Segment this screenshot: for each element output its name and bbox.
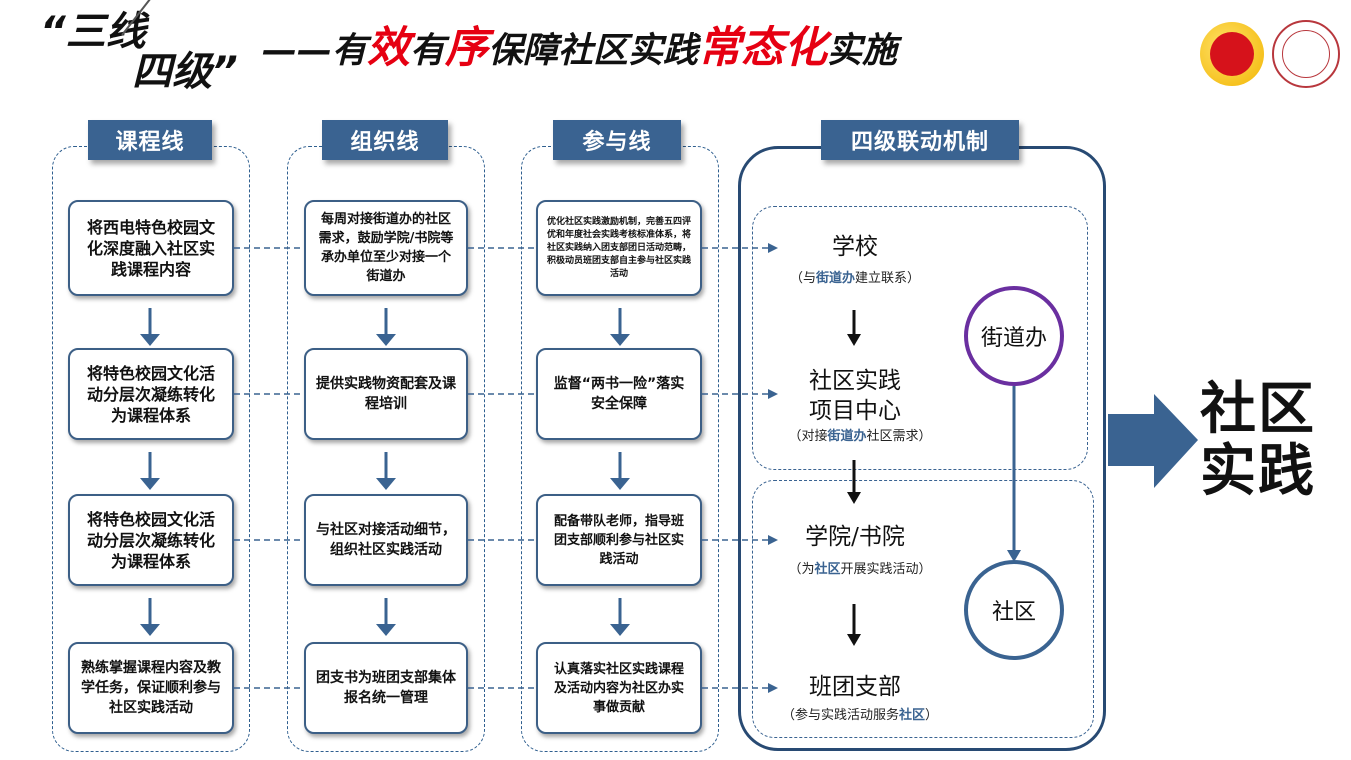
title-quote-part2: 四级” <box>132 49 238 95</box>
organize-step-3: 与社区对接活动细节，组织社区实践活动 <box>304 494 468 586</box>
course-step-2: 将特色校园文化活动分层次凝练转化为课程体系 <box>68 348 234 440</box>
participate-step-4: 认真落实社区实践课程及活动内容为社区办实事做贡献 <box>536 642 702 734</box>
organize-step-2: 提供实践物资配套及课程培训 <box>304 348 468 440</box>
organize-step-1: 每周对接街道办的社区需求，鼓励学院/书院等承办单位至少对接一个街道办 <box>304 200 468 296</box>
node-school: 学校 <box>832 234 878 260</box>
participate-arrowhead-2 <box>610 478 630 490</box>
level-arrowhead-2 <box>847 492 861 504</box>
organize-arrowhead-1 <box>376 334 396 346</box>
organize-step-4: 团支书为班团支部集体报名统一管理 <box>304 642 468 734</box>
mechanism-upper-group <box>752 206 1088 470</box>
organize-arrowhead-2 <box>376 478 396 490</box>
node-branch: 班团支部 <box>809 674 901 700</box>
course-arrowhead-2 <box>140 478 160 490</box>
youth-league-logo <box>1200 22 1264 86</box>
title-dash: —— <box>262 31 332 71</box>
title-accent-2: 序 <box>445 23 489 73</box>
organize-arrowhead-3 <box>376 624 396 636</box>
row-arrowhead-3 <box>768 535 778 545</box>
mechanism-lower-group <box>752 480 1094 738</box>
node-college: 学院/书院 <box>805 524 905 550</box>
participate-step-3: 配备带队老师，指导班团支部顺利参与社区实践活动 <box>536 494 702 586</box>
organize-line-header: 组织线 <box>322 120 448 160</box>
participate-step-1: 优化社区实践激励机制，完善五四评优和年度社会实践考核标准体系，将社区实践纳入团支… <box>536 200 702 296</box>
title-text-2: 有 <box>410 31 446 71</box>
result-text-line1: 社区 <box>1200 377 1316 442</box>
course-arrowhead-3 <box>140 624 160 636</box>
course-arrowhead-1 <box>140 334 160 346</box>
node-project-center-line2: 项目中心 <box>809 398 901 424</box>
circle-subdistrict-office: 街道办 <box>964 286 1064 386</box>
course-line-header: 课程线 <box>88 120 212 160</box>
university-seal-logo <box>1272 20 1340 88</box>
course-step-1: 将西电特色校园文化深度融入社区实践课程内容 <box>68 200 234 296</box>
participate-arrowhead-1 <box>610 334 630 346</box>
node-project-center-line1: 社区实践 <box>809 368 901 394</box>
title-accent-1: 效 <box>367 23 411 73</box>
title-text-1: 有 <box>332 31 368 71</box>
node-college-note: （为社区开展实践活动） <box>788 562 932 577</box>
participate-line-header: 参与线 <box>553 120 681 160</box>
title-text-3: 保障社区实践 <box>488 31 699 71</box>
node-branch-note: （参与实践活动服务社区） <box>781 708 939 723</box>
course-step-4: 熟练掌握课程内容及教学任务，保证顺利参与社区实践活动 <box>68 642 234 734</box>
row-arrowhead-2 <box>768 389 778 399</box>
course-step-3: 将特色校园文化活动分层次凝练转化为课程体系 <box>68 494 234 586</box>
level-arrowhead-1 <box>847 334 861 346</box>
level-arrowhead-3 <box>847 634 861 646</box>
row-arrowhead-1 <box>768 243 778 253</box>
participate-step-2: 监督“两书一险”落实安全保障 <box>536 348 702 440</box>
node-project-center-note: （对接街道办社区需求） <box>788 429 932 444</box>
page-title: ——有效有序保障社区实践常态化实施 <box>262 24 897 75</box>
mechanism-header: 四级联动机制 <box>821 120 1019 160</box>
title-quote-part1: “三线 <box>40 9 146 55</box>
circle-link-head <box>1007 550 1021 562</box>
node-school-note: （与街道办建立联系） <box>789 271 921 286</box>
row-arrowhead-4 <box>768 683 778 693</box>
result-text-line2: 实践 <box>1200 439 1316 504</box>
result-arrow <box>1108 394 1198 488</box>
title-text-4: 实施 <box>827 31 898 71</box>
title-accent-3: 常态化 <box>698 23 828 73</box>
participate-arrowhead-3 <box>610 624 630 636</box>
